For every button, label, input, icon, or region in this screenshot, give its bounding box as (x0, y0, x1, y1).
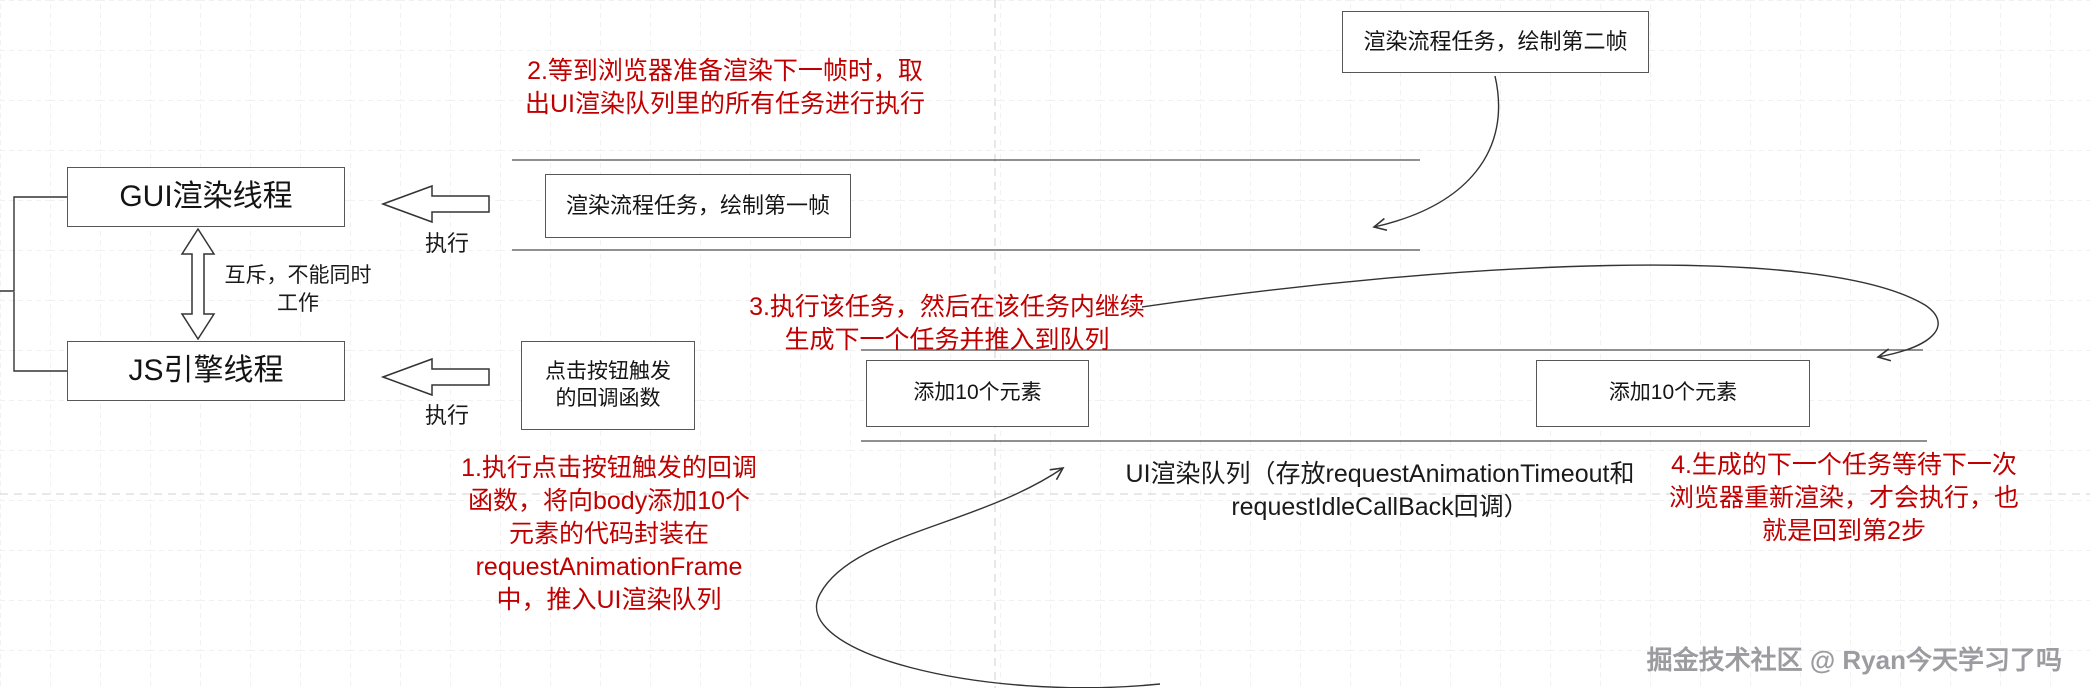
ui-render-queue-label: UI渲染队列（存放requestAnimationTimeout和 reques… (1125, 460, 1635, 521)
mutex-double-arrow-icon (180, 227, 216, 341)
watermark-text: 掘金技术社区 @ Ryan今天学习了吗 (1646, 645, 2062, 675)
execute-label-gui: 执行 (424, 231, 469, 256)
step4-annotation: 4.生成的下一个任务等待下一次 浏览器重新渲染，才会执行，也 就是回到第2步 (1668, 451, 2019, 545)
curved-arrow-to-queue-label (815, 466, 1161, 688)
left-bracket-bottom (13, 292, 67, 372)
render-task-frame2-box: 渲染流程任务，绘制第二帧 (1342, 11, 1649, 73)
add-elements-task-box-1: 添加10个元素 (866, 360, 1089, 427)
curved-arrow-step3-to-next-task (1141, 264, 1939, 362)
mutex-note-label: 互斥，不能同时 工作 (224, 264, 372, 316)
execute-label-js: 执行 (424, 403, 469, 428)
js-engine-thread-box: JS引擎线程 (67, 341, 345, 401)
curved-arrow-frame2-to-lane (1372, 75, 1500, 232)
step2-annotation: 2.等到浏览器准备渲染下一帧时，取 出UI渲染队列里的所有任务进行执行 (524, 57, 925, 118)
gui-render-thread-box: GUI渲染线程 (67, 167, 345, 227)
left-bracket-top (0, 196, 67, 292)
step1-annotation: 1.执行点击按钮触发的回调 函数，将向body添加10个 元素的代码封装在 re… (461, 454, 757, 614)
step3-annotation: 3.执行该任务，然后在该任务内继续 生成下一个任务并推入到队列 (749, 293, 1145, 354)
render-task-frame1-box: 渲染流程任务，绘制第一帧 (545, 174, 851, 238)
execute-arrow-js-icon (380, 357, 490, 397)
execute-arrow-gui-icon (380, 184, 490, 224)
click-callback-box: 点击按钮触发 的回调函数 (521, 341, 695, 430)
add-elements-task-box-2: 添加10个元素 (1536, 360, 1810, 427)
